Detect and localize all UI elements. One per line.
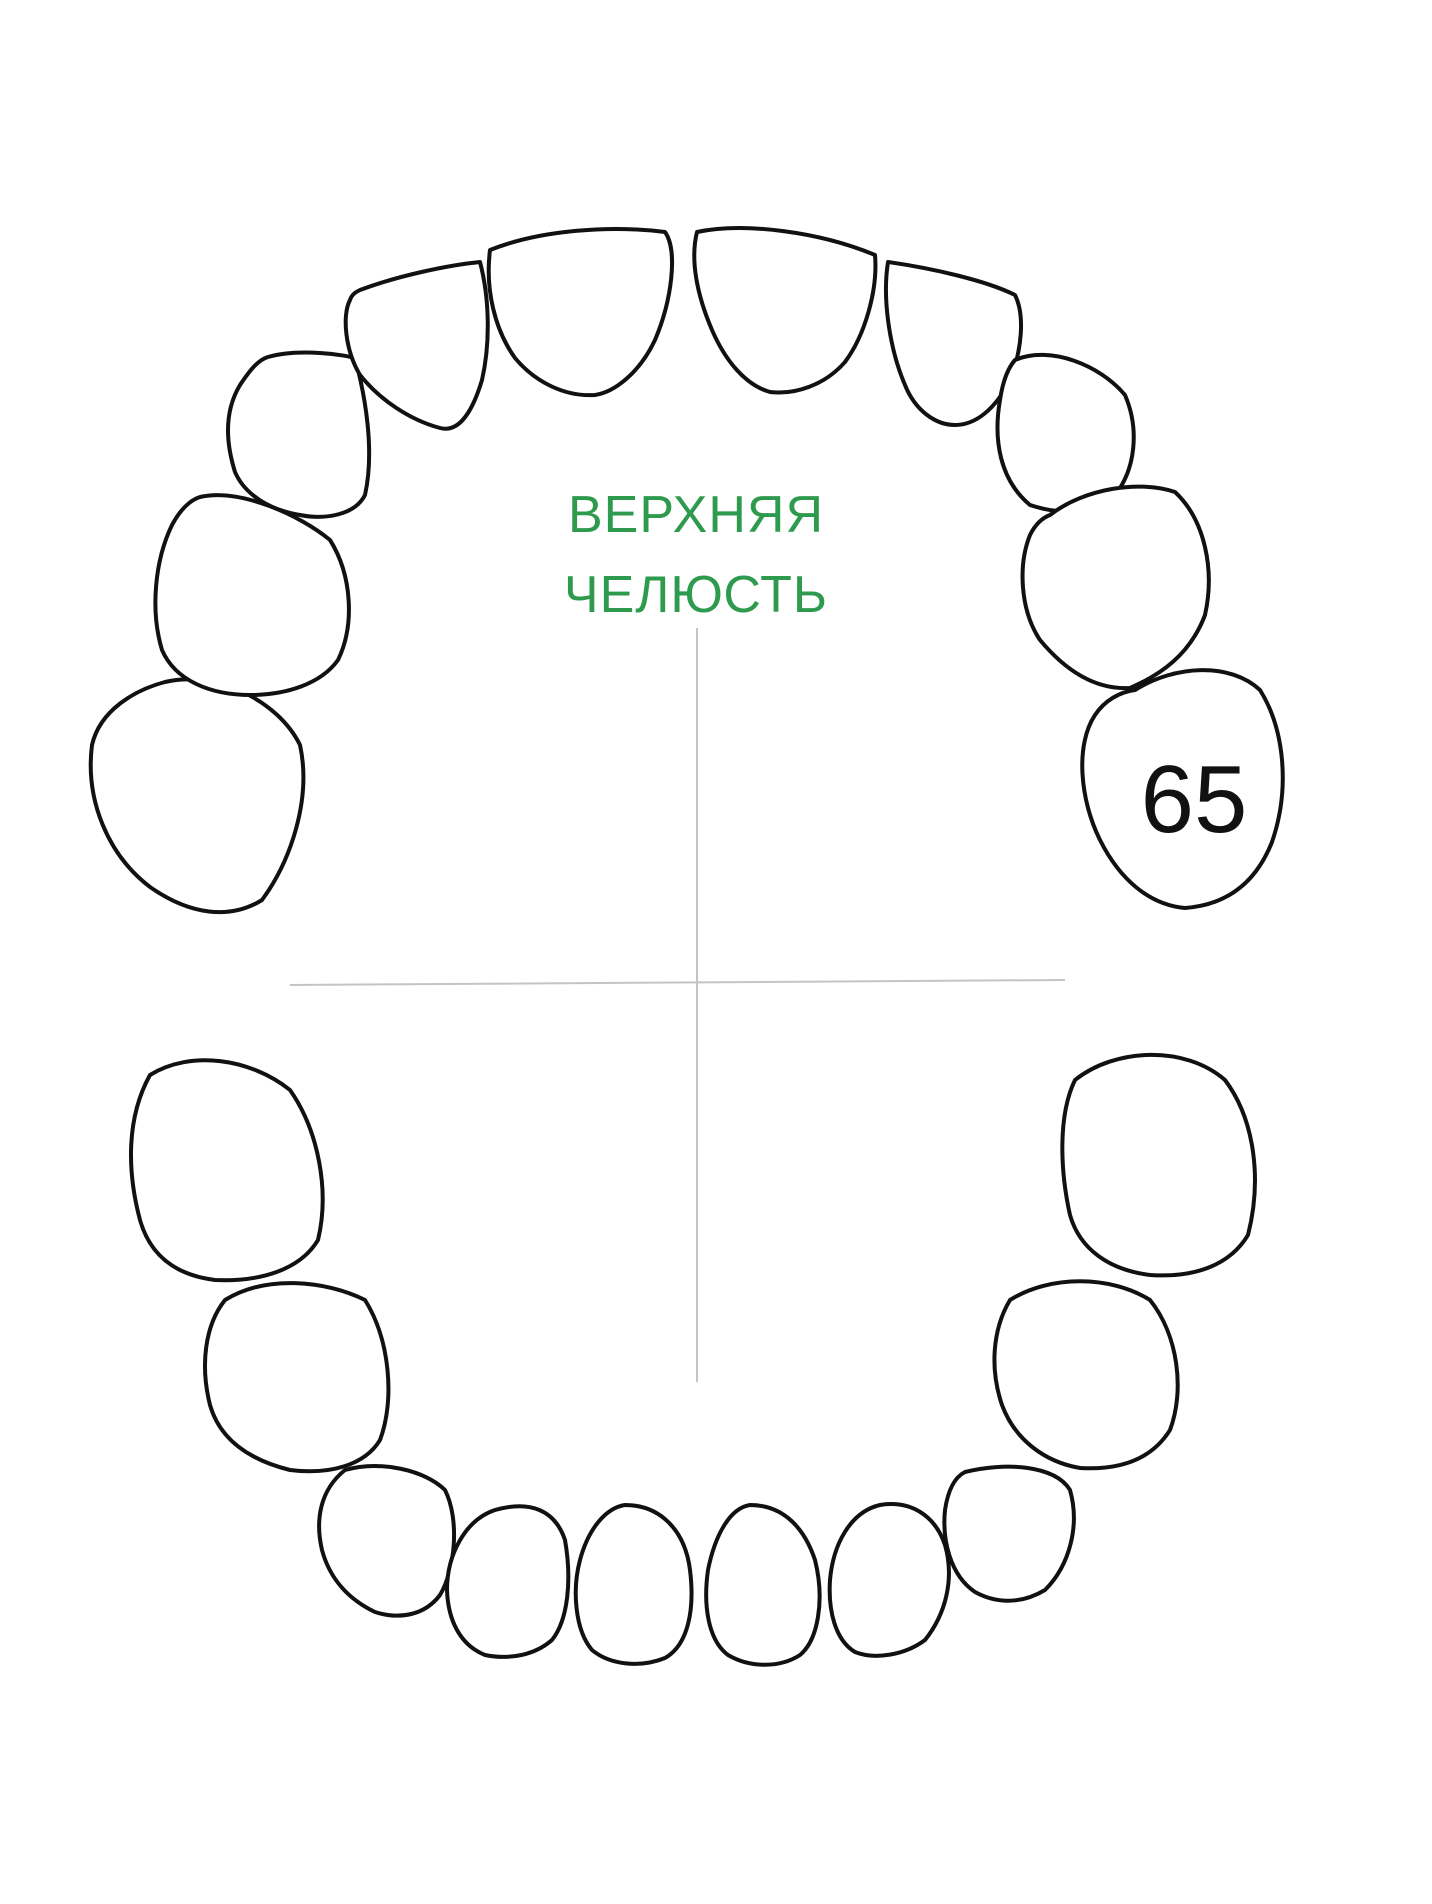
lower-tooth-82[interactable] [445,1504,571,1659]
lower-tooth-85[interactable] [129,1058,325,1283]
upper-tooth-52[interactable] [343,260,490,431]
upper-tooth-61[interactable] [692,226,878,395]
upper-jaw [88,226,1285,915]
upper-tooth-53[interactable] [226,350,372,519]
lower-tooth-72[interactable] [827,1502,951,1658]
upper-tooth-65[interactable] [1080,668,1285,910]
tooth-number-label: 65 [1141,746,1248,853]
upper-tooth-55[interactable] [88,677,306,915]
horizontal-midline [289,979,1066,986]
jaw-label-line2: ЧЕЛЮСТЬ [564,566,828,624]
lower-tooth-83[interactable] [317,1464,456,1618]
lower-tooth-81[interactable] [573,1503,694,1666]
upper-tooth-62[interactable] [884,260,1024,427]
upper-tooth-51[interactable] [486,227,675,398]
lower-tooth-75[interactable] [1060,1052,1257,1278]
lower-tooth-74[interactable] [992,1279,1180,1471]
upper-tooth-64[interactable] [1020,484,1211,691]
lower-tooth-84[interactable] [203,1281,391,1474]
lower-jaw [129,1052,1257,1667]
jaw-label-line1: ВЕРХНЯЯ [568,486,824,544]
lower-tooth-71[interactable] [704,1503,822,1667]
lower-tooth-73[interactable] [942,1464,1076,1603]
upper-tooth-54[interactable] [153,493,351,698]
